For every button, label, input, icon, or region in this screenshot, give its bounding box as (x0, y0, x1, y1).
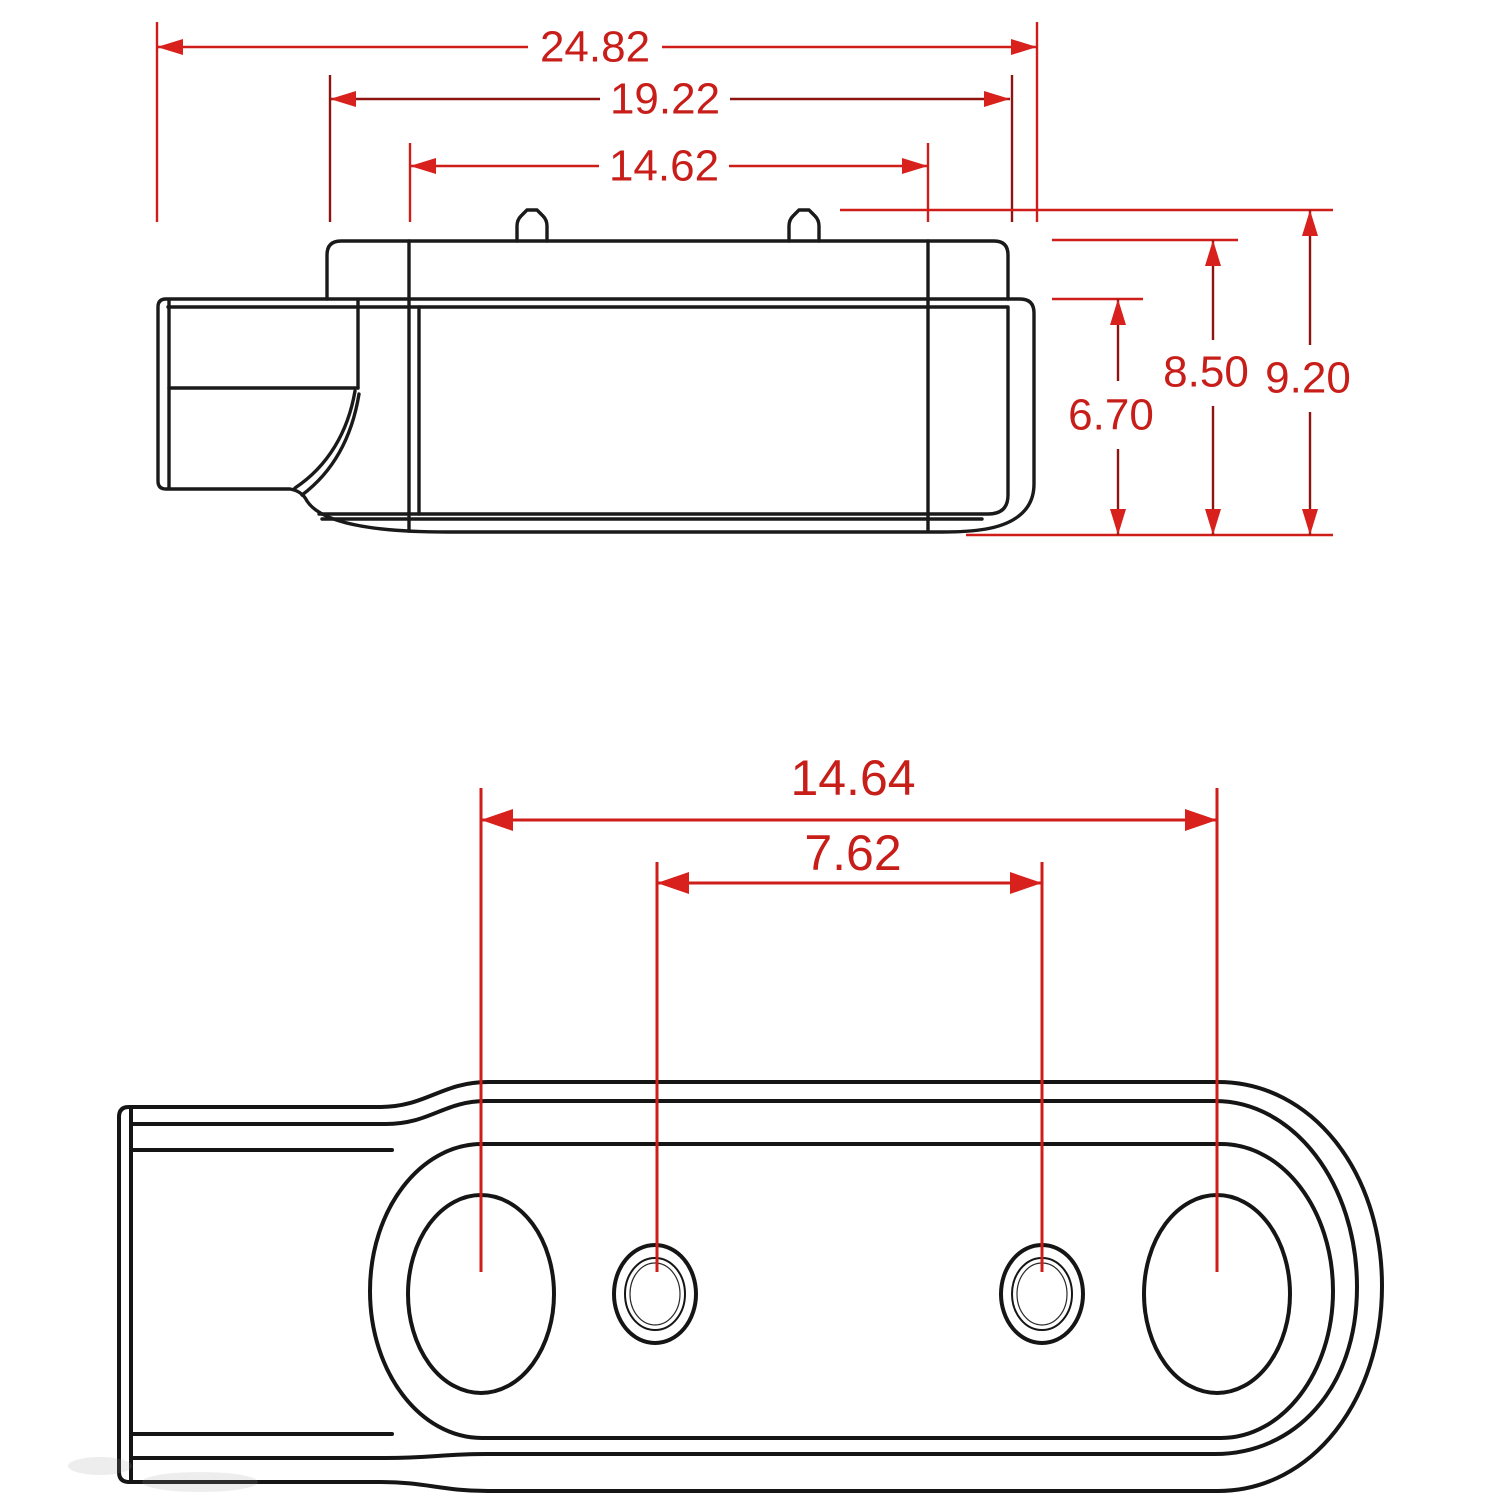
dim-19-22-arrow-left (330, 91, 356, 107)
watermark-smudge (68, 1457, 258, 1492)
dim-8-50-arrow-up (1205, 240, 1221, 266)
small-hole-left-ring-inner (629, 1262, 681, 1326)
dim-24-82-arrow-left (157, 39, 183, 55)
side-view-pin-right (787, 208, 821, 243)
dim-6-70-arrow-down (1110, 509, 1126, 535)
dim-9-20-arrow-down (1302, 509, 1318, 535)
side-view-bottom-inner-line (317, 306, 1010, 516)
dim-14-62-arrow-left (410, 158, 436, 174)
dim-24-82-arrow-right (1011, 39, 1037, 55)
dim-8-50-label: 8.50 (1163, 348, 1249, 397)
side-view-outer-profile (156, 297, 1036, 534)
side-view-pin-left (515, 208, 549, 243)
dim-overall-width: 24.82 (155, 22, 1039, 222)
dim-19-22-label: 19.22 (610, 75, 720, 124)
dim-14-64-arrow-right (1185, 809, 1217, 831)
plan-view-middle-contour (129, 1099, 1359, 1460)
plan-view-left-end-cap (117, 1105, 133, 1484)
dim-lid-width: 19.22 (328, 75, 1014, 222)
side-view-lid-profile (325, 239, 1010, 301)
dim-14-64-label: 14.64 (790, 750, 915, 806)
dim-7-62-arrow-left (657, 872, 689, 894)
small-hole-left-outer (612, 1243, 698, 1345)
dim-9-20-arrow-up (1302, 210, 1318, 236)
dim-base-height: 6.70 (1068, 299, 1154, 535)
small-hole-right-ring-inner (1016, 1262, 1068, 1326)
dim-9-20-label: 9.20 (1265, 354, 1351, 403)
dim-6-70-label: 6.70 (1068, 391, 1154, 440)
dim-14-62-label: 14.62 (609, 142, 719, 191)
dim-7-62-arrow-right (1010, 872, 1042, 894)
dim-14-62-arrow-right (902, 158, 928, 174)
plan-view-outer-profile (129, 1080, 1384, 1493)
dim-24-82-label: 24.82 (540, 23, 650, 72)
plan-view: 14.64 7.62 (68, 750, 1384, 1493)
side-view-shackle-curve-inner (300, 392, 361, 497)
dim-overall-height: 9.20 (1265, 210, 1351, 535)
dim-7-62-label: 7.62 (804, 825, 901, 881)
dim-14-64-arrow-left (481, 809, 513, 831)
small-hole-left-ring (624, 1257, 686, 1331)
plan-view-part (117, 1080, 1384, 1493)
dim-small-hole-spacing: 7.62 (655, 825, 1044, 1272)
side-view-reference-lines (840, 208, 1333, 537)
dim-6-70-arrow-up (1110, 299, 1126, 325)
dim-body-height: 8.50 (1163, 240, 1249, 535)
dim-19-22-arrow-right (984, 91, 1010, 107)
plan-view-inner-boss (368, 1142, 1335, 1440)
side-view: 24.82 19.22 14.62 (155, 22, 1351, 537)
dim-inner-section-width: 14.62 (408, 142, 930, 222)
dim-large-hole-spacing: 14.64 (479, 750, 1219, 1272)
side-view-shackle-curve-outer (293, 389, 357, 490)
dim-8-50-arrow-down (1205, 509, 1221, 535)
side-view-part (156, 208, 1036, 534)
